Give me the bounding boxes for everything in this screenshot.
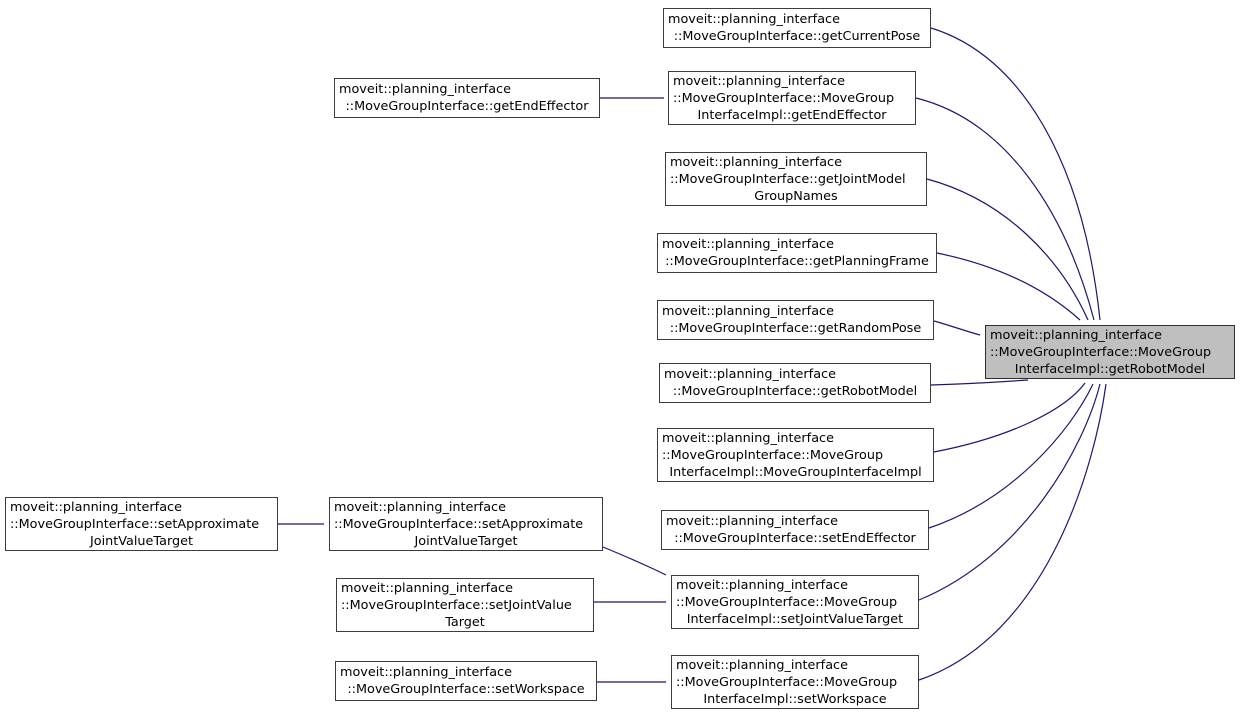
graph-node-label-line: ::MoveGroupInterface::setApproximate	[10, 516, 260, 532]
graph-node-set-approximate-joint-value-target[interactable]: moveit::planning_interface::MoveGroupInt…	[329, 497, 603, 551]
graph-node-label-line: GroupNames	[754, 188, 838, 204]
graph-node-set-workspace[interactable]: moveit::planning_interface::MoveGroupInt…	[335, 661, 597, 701]
graph-node-label-line: InterfaceImpl::getEndEffector	[697, 107, 887, 123]
call-edge-set-workspace-impl-to-get-robot-model-impl	[918, 383, 1107, 681]
graph-node-label-line: moveit::planning_interface	[662, 304, 834, 319]
graph-node-label-line: InterfaceImpl::setJointValueTarget	[686, 611, 904, 627]
graph-node-get-end-effector-impl[interactable]: moveit::planning_interface::MoveGroupInt…	[668, 71, 916, 125]
graph-node-label-line: moveit::planning_interface	[670, 154, 842, 170]
graph-node-label-line: ::MoveGroupInterface::MoveGroup	[662, 447, 884, 463]
graph-node-label-line: ::MoveGroupInterface::MoveGroup	[673, 90, 895, 106]
graph-node-label-line: moveit::planning_interface	[676, 657, 848, 673]
call-edge-move-group-interface-impl-ctor-to-get-robot-model-impl	[933, 382, 1086, 453]
graph-node-get-random-pose[interactable]: moveit::planning_interface::MoveGroupInt…	[657, 300, 934, 340]
graph-node-get-joint-model-group-names[interactable]: moveit::planning_interface::MoveGroupInt…	[665, 152, 927, 206]
graph-node-label-line: moveit::planning_interface	[673, 73, 845, 89]
graph-node-label-line: moveit::planning_interface	[662, 237, 834, 252]
call-edge-get-robot-model-to-get-robot-model-impl	[930, 379, 1029, 386]
graph-node-get-planning-frame[interactable]: moveit::planning_interface::MoveGroupInt…	[657, 233, 937, 273]
graph-node-label-line: ::MoveGroupInterface::setApproximate	[334, 516, 584, 532]
graph-node-label-line: ::MoveGroupInterface::setEndEffector	[674, 531, 916, 546]
call-edge-get-end-effector-impl-to-get-robot-model-impl	[915, 97, 1095, 321]
graph-node-set-joint-value-target[interactable]: moveit::planning_interface::MoveGroupInt…	[336, 578, 594, 632]
graph-node-label-line: JointValueTarget	[89, 533, 194, 549]
graph-node-label-line: InterfaceImpl::MoveGroupInterfaceImpl	[669, 464, 922, 480]
graph-node-label-line: ::MoveGroupInterface::getCurrentPose	[673, 29, 921, 44]
graph-node-label-line: moveit::planning_interface	[10, 499, 182, 515]
graph-node-label-line: moveit::planning_interface	[341, 580, 513, 596]
graph-node-set-end-effector[interactable]: moveit::planning_interface::MoveGroupInt…	[661, 510, 929, 550]
graph-node-label-line: ::MoveGroupInterface::getRobotModel	[672, 384, 918, 399]
graph-node-label-line: moveit::planning_interface	[676, 577, 848, 593]
graph-node-label-line: ::MoveGroupInterface::getRandomPose	[669, 321, 922, 336]
graph-node-get-end-effector[interactable]: moveit::planning_interface::MoveGroupInt…	[334, 78, 600, 118]
graph-node-label-line: moveit::planning_interface	[664, 367, 836, 382]
graph-node-label-line: ::MoveGroupInterface::getJointModel	[670, 171, 906, 187]
call-edge-set-approximate-joint-value-target-to-set-joint-value-target-impl	[602, 546, 667, 576]
call-edge-set-end-effector-to-get-robot-model-impl	[928, 383, 1094, 529]
graph-node-set-approximate-joint-value-target-outer[interactable]: moveit::planning_interface::MoveGroupInt…	[5, 497, 278, 551]
graph-node-label-line: InterfaceImpl::setWorkspace	[703, 691, 887, 707]
graph-node-label-line: moveit::planning_interface	[339, 82, 511, 97]
graph-node-label-line: moveit::planning_interface	[668, 12, 840, 27]
graph-node-label-line: moveit::planning_interface	[666, 514, 838, 529]
graph-node-label-line: ::MoveGroupInterface::getPlanningFrame	[665, 254, 929, 269]
graph-node-get-current-pose[interactable]: moveit::planning_interface::MoveGroupInt…	[663, 8, 931, 48]
graph-node-label-line: InterfaceImpl::getRobotModel	[1014, 361, 1206, 377]
graph-node-label-line: ::MoveGroupInterface::MoveGroup	[676, 594, 898, 610]
graph-node-label-line: moveit::planning_interface	[340, 665, 512, 680]
graph-node-label-line: Target	[445, 614, 485, 630]
graph-node-label-line: ::MoveGroupInterface::MoveGroup	[990, 344, 1212, 360]
call-edge-get-current-pose-to-get-robot-model-impl	[930, 27, 1101, 321]
graph-node-label-line: ::MoveGroupInterface::getEndEffector	[345, 99, 589, 114]
graph-node-label-line: ::MoveGroupInterface::MoveGroup	[676, 674, 898, 690]
call-edge-get-joint-model-group-names-to-get-robot-model-impl	[926, 178, 1089, 321]
graph-node-set-workspace-impl[interactable]: moveit::planning_interface::MoveGroupInt…	[671, 655, 919, 709]
graph-node-label-line: JointValueTarget	[414, 533, 518, 549]
graph-node-move-group-interface-impl-ctor[interactable]: moveit::planning_interface::MoveGroupInt…	[657, 428, 934, 482]
call-edge-get-random-pose-to-get-robot-model-impl	[933, 320, 981, 336]
graph-node-label-line: ::MoveGroupInterface::setWorkspace	[347, 682, 585, 697]
graph-node-label-line: moveit::planning_interface	[990, 327, 1162, 343]
graph-node-label-line: moveit::planning_interface	[334, 499, 506, 515]
call-edge-get-planning-frame-to-get-robot-model-impl	[936, 252, 1081, 321]
graph-node-set-joint-value-target-impl[interactable]: moveit::planning_interface::MoveGroupInt…	[671, 575, 919, 629]
graph-node-label-line: moveit::planning_interface	[662, 430, 834, 446]
graph-node-get-robot-model-impl: moveit::planning_interface::MoveGroupInt…	[985, 325, 1235, 379]
graph-node-label-line: ::MoveGroupInterface::setJointValue	[341, 597, 572, 613]
graph-node-get-robot-model[interactable]: moveit::planning_interface::MoveGroupInt…	[659, 363, 931, 403]
call-edge-set-joint-value-target-impl-to-get-robot-model-impl	[918, 383, 1101, 601]
